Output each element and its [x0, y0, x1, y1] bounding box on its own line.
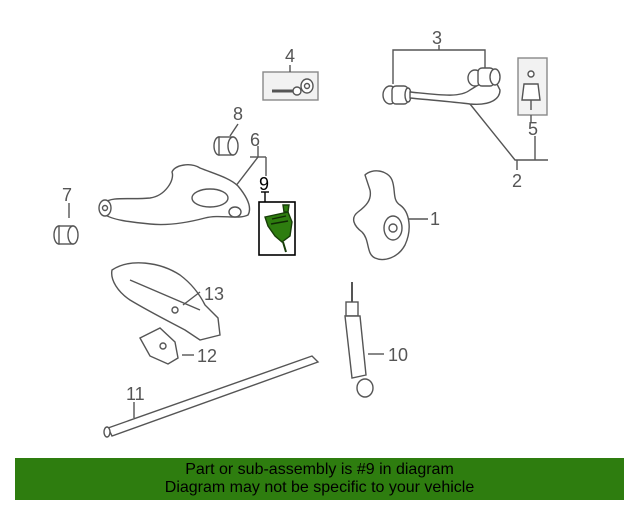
part-9-ball-joint [258, 191, 296, 256]
part-label-6: 6 [250, 130, 260, 150]
part-11-stabilizer-bar [103, 355, 320, 438]
part-5-ball-joint [517, 57, 548, 122]
part-label-8: 8 [233, 104, 243, 124]
part-3-upper-control-arm [382, 45, 501, 106]
part-label-5: 5 [528, 119, 538, 139]
part-info-banner: Part or sub-assembly is #9 in diagram Di… [15, 458, 624, 500]
part-1-steering-knuckle [352, 170, 428, 261]
part-8-bushing [213, 123, 239, 156]
part-12-bracket [139, 327, 194, 365]
part-label-11: 11 [126, 384, 145, 404]
part-6-lower-control-arm [98, 146, 267, 226]
part-label-10: 10 [388, 345, 408, 365]
part-4-bolt-nut [262, 65, 319, 101]
part-10-shock-absorber [344, 282, 384, 398]
ball-joint-body [264, 211, 293, 243]
part-label-4: 4 [285, 46, 295, 66]
part-label-7: 7 [62, 185, 72, 205]
part-label-12: 12 [197, 346, 217, 366]
part-label-1: 1 [430, 209, 440, 229]
part-label-3: 3 [432, 28, 442, 48]
part-13-shield [111, 262, 221, 341]
part-label-13: 13 [204, 284, 224, 304]
part-7-bushing [53, 203, 79, 245]
banner-line-part: Part or sub-assembly is #9 in diagram [185, 461, 454, 478]
part-label-9: 9 [259, 174, 269, 194]
banner-line-disclaimer: Diagram may not be specific to your vehi… [164, 479, 475, 496]
part-label-2: 2 [512, 171, 522, 191]
part-2-leader [469, 103, 548, 170]
